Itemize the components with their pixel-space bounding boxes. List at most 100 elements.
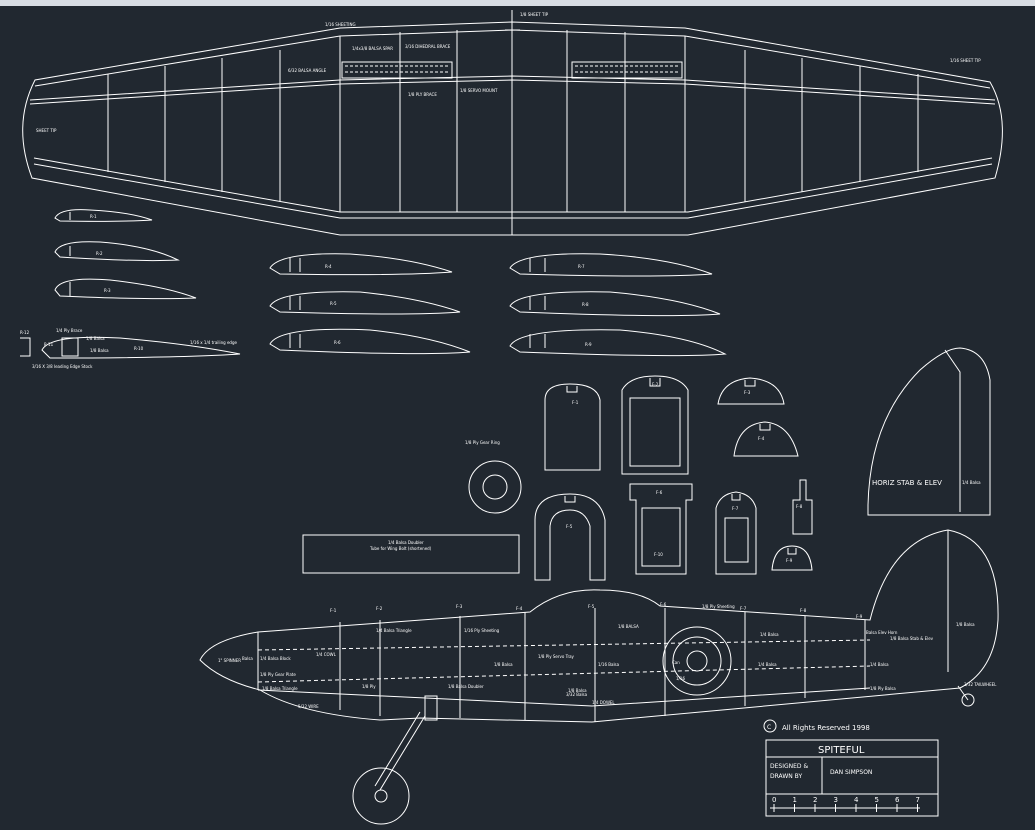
former-f7 — [715, 491, 757, 575]
doubler-line-1: 1/4 Balsa Doubler — [388, 540, 424, 545]
fus-note-center: 1/8 Balsa — [568, 688, 587, 693]
rib-label-10: R-10 — [134, 346, 144, 351]
wing-note-spar: 1/4x3/8 BALSA SPAR — [352, 46, 393, 51]
station-f1: F-1 — [330, 608, 337, 613]
scale-tick-label: 5 — [875, 796, 879, 804]
station-f7: F-7 — [740, 606, 747, 611]
fus-note-stringer: 1/8 Balsa Triangle — [262, 686, 298, 691]
rib-7 — [509, 253, 713, 277]
fus-note-cowl: 1/4 COWL — [316, 652, 337, 657]
rib-label-1: R-1 — [90, 214, 97, 219]
rib-label-11: R-11 — [44, 342, 54, 347]
former-set — [468, 375, 813, 581]
fus-note-balsa-2: 1/4 Balsa — [758, 662, 777, 667]
scale-tick-label: 4 — [854, 796, 859, 804]
fuselage-outline — [199, 529, 999, 723]
fus-note-hatch: 1/8 Ply Sheeting — [702, 604, 735, 609]
fus-note-spacer: 3/32 Balsa — [566, 692, 588, 697]
fus-note-sheet-1: 1/8 BALSA — [618, 624, 639, 629]
scale-tick-label: 2 — [813, 796, 817, 804]
fus-note-wing-dowel: 1/4 DOWEL — [592, 700, 615, 705]
rib-1 — [54, 209, 153, 222]
wing-plan-view — [22, 10, 1003, 236]
rib-label-4: R-4 — [325, 264, 332, 269]
wing-note-servo: 1/8 SERVO MOUNT — [460, 88, 498, 93]
fus-note-nose: 1" SPINNER — [218, 658, 241, 663]
station-f8: F-8 — [800, 608, 807, 613]
tailwheel — [961, 693, 975, 707]
copyright-text: All Rights Reserved 1998 — [782, 724, 870, 732]
wing-note-sheeting: 1/16 SHEETING — [325, 22, 356, 27]
wing-outline — [22, 21, 1003, 236]
fus-note-balsa-1: 1/8 Balsa — [494, 662, 513, 667]
rib-3 — [54, 278, 197, 300]
rib-set — [20, 209, 727, 359]
scale-tick-label: 6 — [895, 796, 900, 804]
former-f8 — [792, 479, 813, 535]
wing-ribs — [107, 30, 919, 235]
rib-8 — [509, 291, 721, 317]
former-label-6: F-6 — [656, 490, 663, 495]
former-label-1: F-1 — [572, 400, 579, 405]
rib-note-3: 1/8 Balsa — [90, 348, 109, 353]
former-f2 — [621, 375, 689, 475]
fus-note-cowl-2: Balsa — [242, 656, 253, 661]
rib-label-2: R-2 — [96, 251, 103, 256]
rib-label-3: R-3 — [104, 288, 111, 293]
rib-4 — [269, 253, 453, 276]
plan-title: SPITEFUL — [818, 745, 865, 756]
fus-note-stab-mount: 1/8 Balsa Stab & Elev — [890, 636, 934, 641]
former-label-8: F-8 — [796, 504, 803, 509]
wing-note-tip: SHEET TIP — [36, 128, 57, 133]
fuselage-side-view — [199, 529, 999, 825]
former-label-9: F-9 — [786, 558, 793, 563]
rib-note-2: 1/8 Balsa — [86, 336, 105, 341]
station-f2: F-2 — [376, 606, 383, 611]
landing-gear-leg — [374, 711, 426, 791]
title-block — [763, 719, 939, 817]
former-f3 — [717, 377, 785, 405]
fus-note-fairing: 1/4 Balsa — [760, 632, 779, 637]
station-f6: F-6 — [660, 602, 667, 607]
station-f3: F-3 — [456, 604, 463, 609]
former-label-3: F-3 — [744, 390, 751, 395]
doubler-strip — [302, 534, 520, 574]
scale-tick-label: 3 — [834, 796, 838, 804]
former-label-4: F-4 — [758, 436, 765, 441]
rib-note-4: 1/16 x 1/4 trailing edge — [190, 340, 237, 345]
scale-tick-label: 1 — [793, 796, 797, 804]
rib-note-5: 3/16 X 3/8 leading Edge Stock — [32, 364, 93, 369]
fus-note-servo-tray: 1/8 Ply Servo Tray — [538, 654, 575, 659]
fus-note-triangle: 1/4 Balsa Triangle — [376, 628, 412, 633]
fus-note-tail-block: 1/8 Ply Balsa — [870, 686, 896, 691]
former-f5 — [534, 493, 606, 581]
fus-note-fin: 1/8 Balsa — [956, 622, 975, 627]
rib-6 — [269, 328, 471, 355]
gear-ring — [468, 460, 522, 514]
rib-label-8: R-8 — [582, 302, 589, 307]
fus-note-doubler: 1/8 Balsa Doubler — [448, 684, 484, 689]
scale-tick-label: 0 — [772, 796, 776, 804]
gear-ring-note: 1/8 Ply Gear Ring — [465, 440, 500, 445]
former-label-5: F-5 — [566, 524, 573, 529]
fus-note-rudder: 1/4 Balsa — [870, 662, 889, 667]
fus-note-ply-strip: 1/8 Ply — [362, 684, 376, 689]
copyright-circle — [763, 719, 777, 733]
former-f1 — [544, 383, 601, 471]
rib-5 — [269, 291, 461, 315]
fus-note-gear-leg: 5/32 WIRE — [298, 704, 319, 709]
wing-note-joiner: 6/32 BALSA ANGLE — [288, 68, 327, 73]
wing-note-bracket: 1/8 PLY BRACE — [408, 92, 437, 97]
copyright-symbol: C — [767, 724, 771, 731]
wing-trailing-edge-inner — [33, 157, 993, 213]
station-f4: F-4 — [516, 606, 523, 611]
rib-label-6: R-6 — [334, 340, 341, 345]
stab-label: HORIZ STAB & ELEV — [872, 479, 942, 487]
former-label-10: F-10 — [654, 552, 663, 557]
designed-label: DESIGNED & — [770, 763, 808, 770]
fus-note-motor: Can — [672, 660, 680, 665]
fus-note-ply-gear: 1/8 Ply Gear Plate — [260, 672, 296, 677]
rib-label-5: R-5 — [330, 301, 337, 306]
fus-note-balsa-block: 1/4 Balsa Block — [260, 656, 291, 661]
